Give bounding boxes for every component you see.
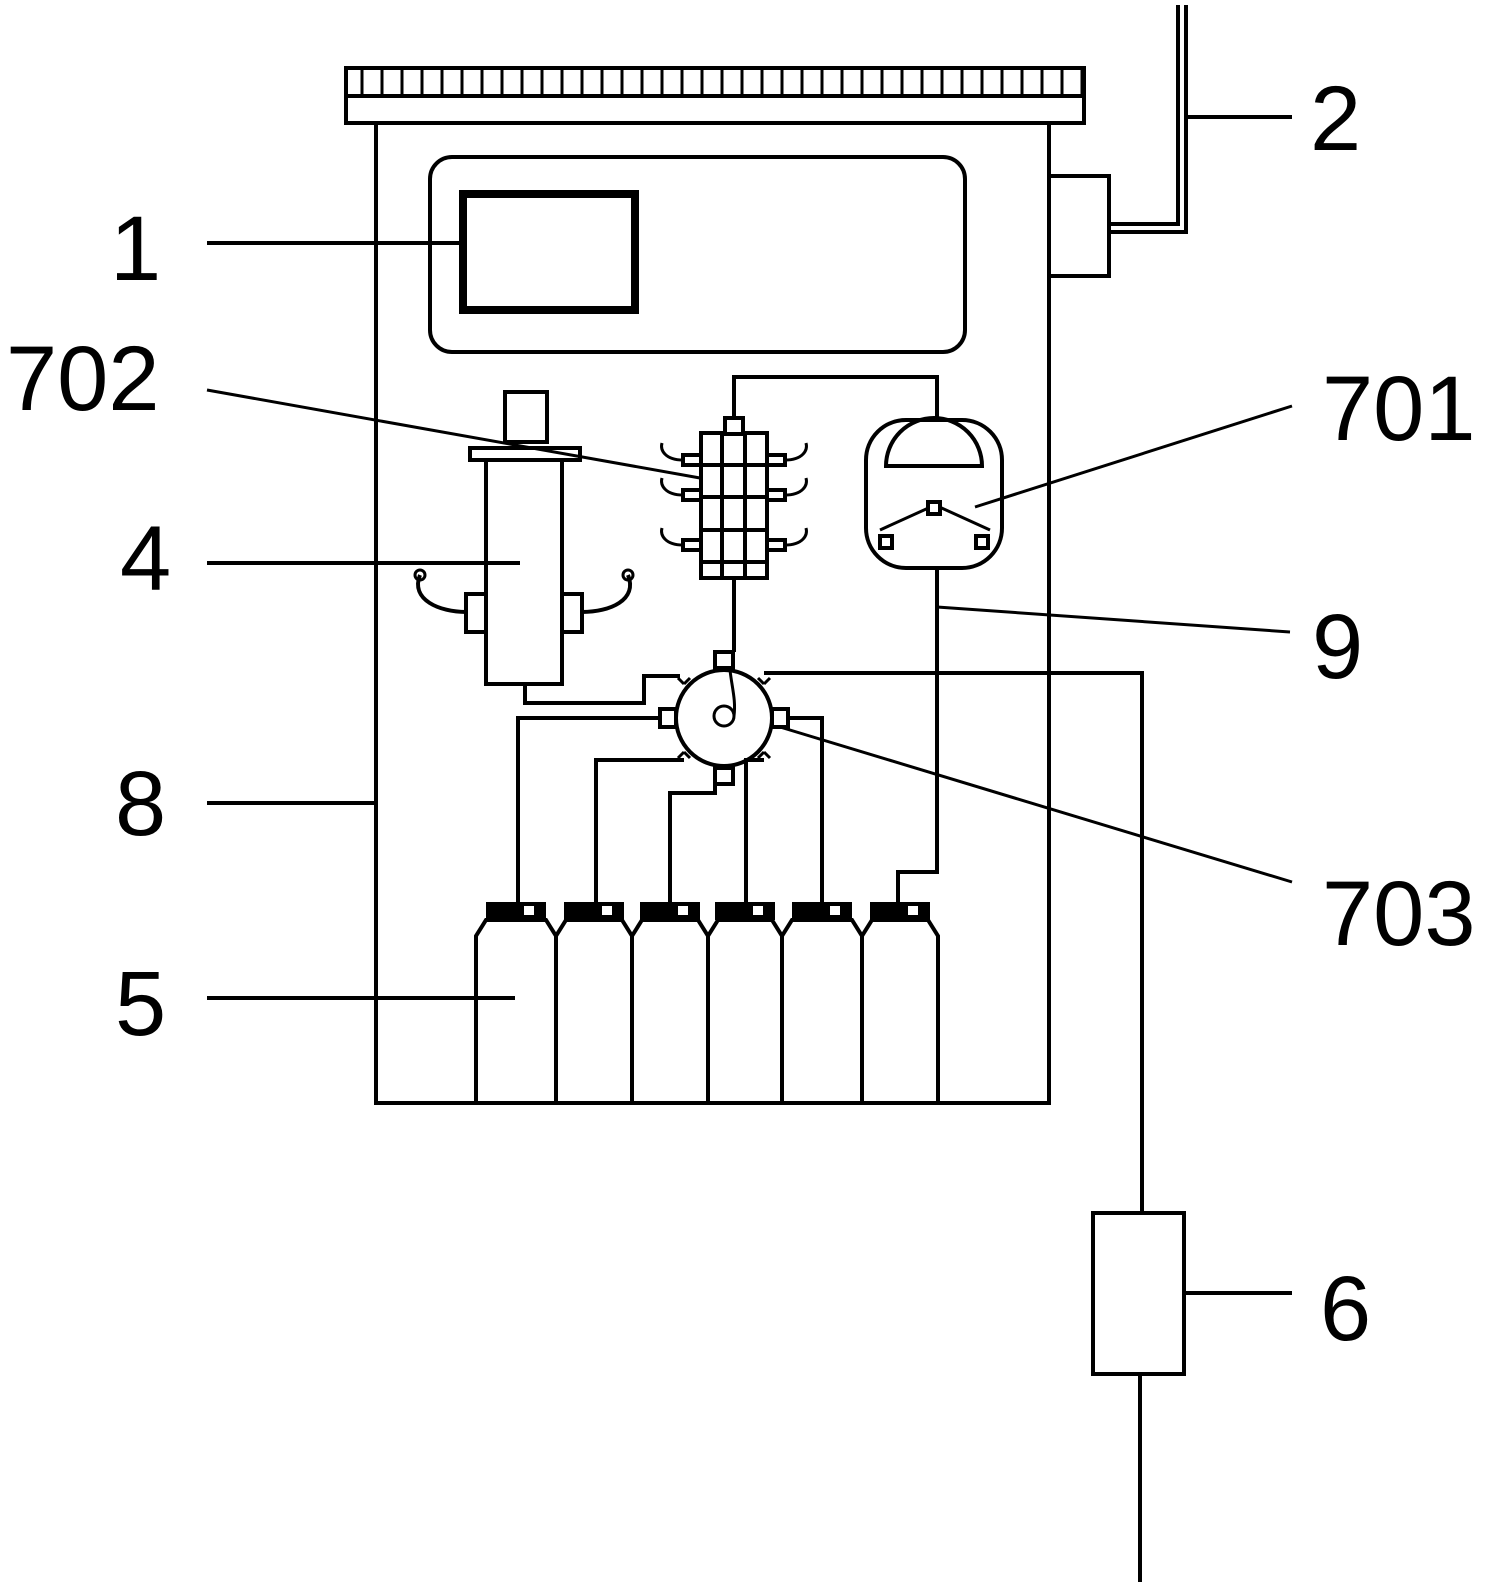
label-703: 703 — [1322, 863, 1476, 965]
tubing — [516, 375, 1144, 1213]
reagent-bottle — [860, 902, 940, 1103]
label-1: 1 — [110, 198, 161, 300]
antenna — [1047, 5, 1188, 278]
detector — [413, 390, 635, 686]
panel-ticks — [360, 68, 1084, 96]
filter-unit — [1091, 1211, 1186, 1582]
reagent-bottle — [474, 902, 558, 1103]
part-labels: 1 2 702 4 8 5 701 9 703 6 — [6, 68, 1476, 1360]
label-9: 9 — [1312, 596, 1363, 698]
reagent-bottles — [474, 902, 940, 1103]
reagent-bottle — [706, 902, 784, 1103]
manifold-ports — [660, 442, 808, 552]
display-screen — [459, 190, 639, 314]
leader-lines — [206, 115, 1293, 1295]
label-702: 702 — [6, 328, 160, 430]
label-6: 6 — [1320, 1258, 1371, 1360]
reagent-bottle — [630, 902, 710, 1103]
label-8: 8 — [115, 753, 166, 855]
manifold — [660, 416, 808, 580]
reagent-bottle — [554, 902, 634, 1103]
rotary-valve — [658, 650, 790, 786]
label-4: 4 — [120, 508, 171, 610]
reagent-bottle — [780, 902, 864, 1103]
label-2: 2 — [1310, 68, 1361, 170]
cabinet — [374, 121, 1051, 1105]
label-5: 5 — [115, 953, 166, 1055]
label-701: 701 — [1322, 358, 1476, 460]
top-panel — [344, 66, 1086, 125]
peristaltic-pump — [864, 416, 1004, 570]
controller-panel — [428, 155, 967, 354]
